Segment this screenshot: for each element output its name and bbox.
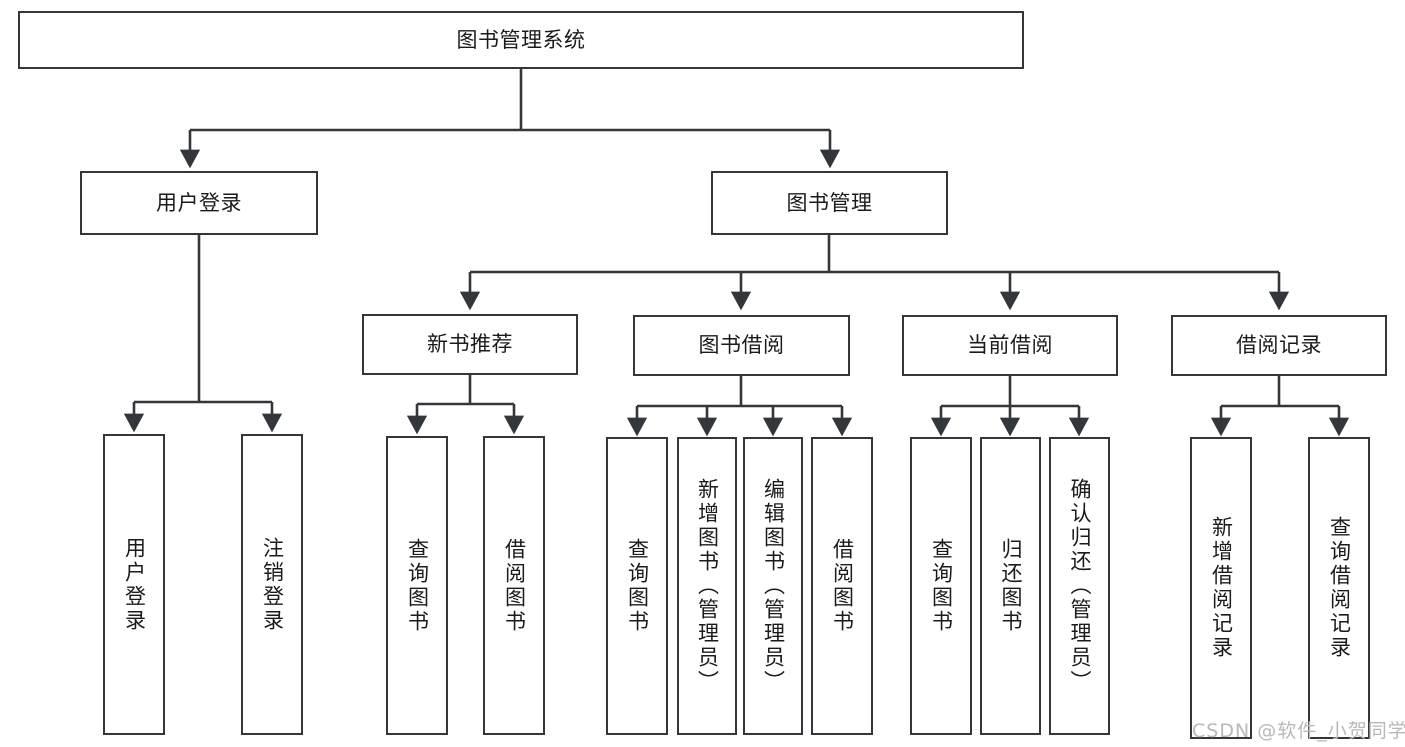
node-label: 注销登录 xyxy=(260,536,285,633)
node-label: 当前借阅 xyxy=(967,333,1053,358)
watermark-text: CSDN @软件_小贺同学 xyxy=(1192,720,1405,742)
node-root-system[interactable]: 图书管理系统 xyxy=(18,11,1024,69)
node-label: 归还图书 xyxy=(999,538,1023,634)
node-label: 查询图书 xyxy=(625,538,650,634)
node-label: 借阅图书 xyxy=(830,538,855,634)
node-label: 查询图书 xyxy=(405,537,430,634)
node-label: 图书借阅 xyxy=(698,333,785,358)
node-new-book-recommend[interactable]: 新书推荐 xyxy=(362,314,578,375)
node-label: 编辑图书（管理员） xyxy=(761,478,786,694)
leaf-recommend-query-book[interactable]: 查询图书 xyxy=(386,436,448,735)
node-label: 查询借阅记录 xyxy=(1327,516,1352,660)
node-current-borrow[interactable]: 当前借阅 xyxy=(902,315,1118,376)
node-user-login[interactable]: 用户登录 xyxy=(80,171,318,235)
node-label: 图书管理 xyxy=(786,190,873,215)
node-book-borrow[interactable]: 图书借阅 xyxy=(633,315,850,376)
leaf-user-login-signin[interactable]: 用户登录 xyxy=(103,434,165,735)
leaf-borrow-add-book-admin[interactable]: 新增图书（管理员） xyxy=(677,437,737,735)
node-label: 新增图书（管理员） xyxy=(695,478,720,694)
node-label: 新书推荐 xyxy=(427,332,513,357)
node-label: 用户登录 xyxy=(122,536,147,633)
node-label: 借阅记录 xyxy=(1236,333,1322,358)
node-label: 确认归还（管理员） xyxy=(1068,478,1092,694)
leaf-borrow-query-book[interactable]: 查询图书 xyxy=(606,437,668,735)
node-label: 图书管理系统 xyxy=(456,27,586,52)
leaf-recommend-borrow-book[interactable]: 借阅图书 xyxy=(483,436,545,735)
node-label: 新增借阅记录 xyxy=(1209,516,1234,660)
leaf-current-confirm-return-admin[interactable]: 确认归还（管理员） xyxy=(1049,437,1110,735)
node-label: 查询图书 xyxy=(929,538,954,634)
leaf-borrow-borrow-book[interactable]: 借阅图书 xyxy=(811,437,873,735)
leaf-user-login-signout[interactable]: 注销登录 xyxy=(241,434,303,735)
leaf-record-query-record[interactable]: 查询借阅记录 xyxy=(1308,437,1370,739)
node-label: 借阅图书 xyxy=(502,537,527,634)
leaf-record-add-record[interactable]: 新增借阅记录 xyxy=(1190,437,1252,739)
node-borrow-record[interactable]: 借阅记录 xyxy=(1171,315,1387,376)
node-label: 用户登录 xyxy=(156,190,242,215)
leaf-borrow-edit-book-admin[interactable]: 编辑图书（管理员） xyxy=(743,437,803,735)
leaf-current-return-book[interactable]: 归还图书 xyxy=(980,437,1041,735)
leaf-current-query-book[interactable]: 查询图书 xyxy=(910,437,972,735)
node-book-management[interactable]: 图书管理 xyxy=(711,171,948,235)
